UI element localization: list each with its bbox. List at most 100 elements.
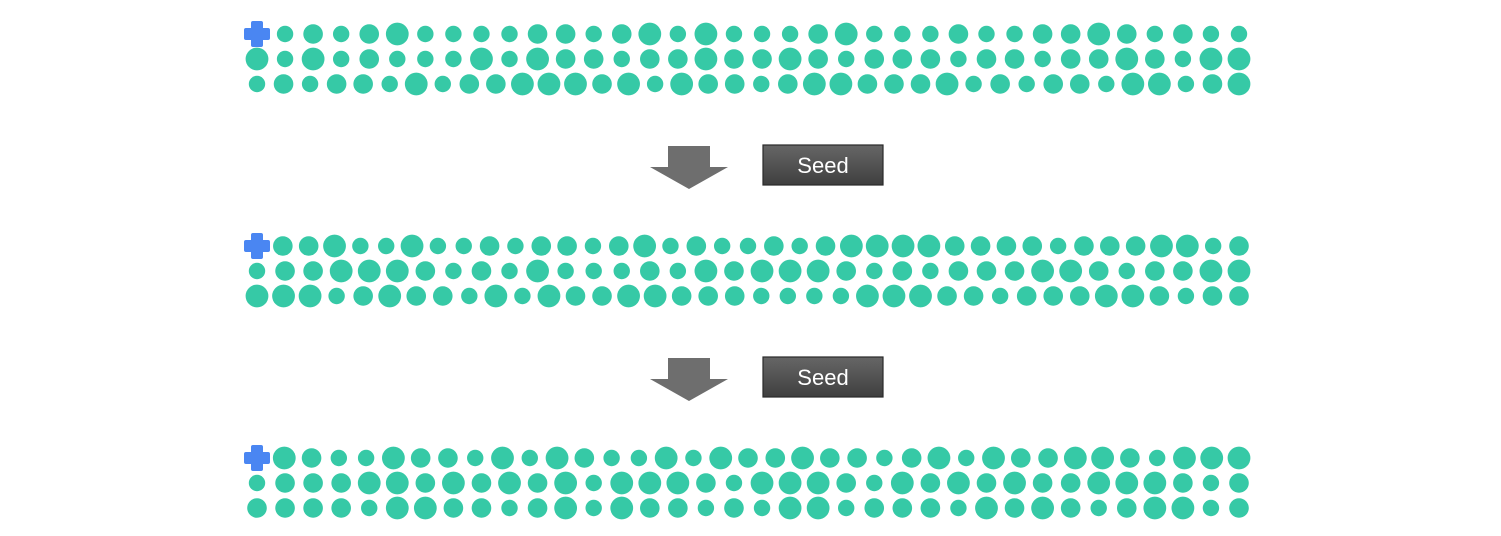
- seed-button[interactable]: Seed: [762, 144, 884, 186]
- grid-dot: [1087, 471, 1111, 495]
- grid-dot: [806, 471, 830, 495]
- grid-dot: [554, 471, 578, 495]
- grid-dot: [950, 50, 967, 68]
- grid-dot: [1174, 50, 1192, 68]
- grid-dot: [583, 49, 604, 69]
- grid-dot: [876, 449, 893, 467]
- grid-dot: [378, 284, 402, 308]
- seed-button[interactable]: Seed: [762, 356, 884, 398]
- grid-dot: [668, 498, 688, 518]
- grid-dot: [1202, 474, 1220, 492]
- grid-dot: [1043, 286, 1064, 306]
- grid-dot: [1200, 446, 1224, 470]
- grid-dot: [603, 449, 620, 467]
- grid-dot: [275, 473, 295, 493]
- grid-dot: [996, 236, 1017, 256]
- grid-dot: [1230, 25, 1248, 43]
- grid-dot: [1229, 498, 1249, 518]
- dot-grid-2: [244, 233, 1251, 308]
- dot-grid-3: [244, 445, 1251, 520]
- grid-dot: [353, 286, 373, 306]
- grid-dot: [385, 496, 409, 520]
- grid-dot: [1199, 47, 1223, 71]
- grid-dot: [829, 72, 853, 96]
- grid-dot: [1227, 72, 1251, 96]
- grid-dot: [1059, 259, 1083, 283]
- grid-dot: [385, 259, 409, 283]
- grid-dot: [670, 72, 694, 96]
- grid-dot: [884, 74, 904, 94]
- seed-step-2: Seed: [650, 356, 884, 401]
- grid-dot: [1031, 259, 1054, 283]
- grid-dot: [694, 259, 718, 283]
- grid-dot: [275, 498, 295, 518]
- grid-dot: [864, 49, 885, 69]
- grid-dot: [531, 236, 552, 256]
- grid-dot: [467, 449, 484, 467]
- grid-dot: [1229, 236, 1249, 256]
- grid-dot: [633, 234, 657, 258]
- grid-dot: [638, 22, 662, 46]
- grid-dot: [1145, 261, 1165, 281]
- grid-dot: [640, 498, 660, 518]
- grid-dot: [585, 262, 602, 280]
- grid-dot: [671, 286, 692, 306]
- grid-dot: [611, 24, 632, 44]
- grid-dot: [709, 446, 733, 470]
- grid-dot: [330, 449, 348, 467]
- grid-dot: [1175, 234, 1199, 258]
- grid-dot: [245, 284, 269, 308]
- grid-dot: [1116, 24, 1137, 44]
- grid-dot: [537, 72, 561, 96]
- grid-dot: [654, 446, 678, 470]
- grid-dot: [1060, 49, 1081, 69]
- grid-dot: [1004, 49, 1025, 69]
- grid-dot: [557, 236, 577, 256]
- grid-dot: [389, 50, 406, 68]
- grid-dot: [359, 24, 380, 44]
- grid-dot: [470, 47, 493, 71]
- grid-dot: [585, 474, 602, 492]
- grid-dot: [890, 471, 914, 495]
- grid-dot: [501, 262, 518, 280]
- grid-dot: [501, 499, 518, 517]
- grid-dot: [357, 449, 375, 467]
- grid-dot: [527, 24, 548, 44]
- grid-dot: [1034, 50, 1051, 68]
- grid-dot: [608, 236, 629, 256]
- grid-dot: [1032, 473, 1053, 493]
- grid-dot: [413, 496, 437, 520]
- grid-dot: [1022, 236, 1043, 256]
- grid-dot: [404, 72, 428, 96]
- grid-dot: [765, 448, 786, 468]
- grid-dot: [917, 234, 941, 258]
- grid-dot: [724, 286, 745, 306]
- grid-dot: [922, 262, 939, 280]
- grid-dot: [834, 22, 858, 46]
- grid-dot: [381, 75, 398, 93]
- grid-dot: [976, 473, 997, 493]
- grid-dot: [836, 473, 856, 493]
- grid-dot: [1177, 287, 1195, 305]
- grid-dot: [802, 72, 826, 96]
- grid-dot: [361, 499, 378, 517]
- down-arrow-icon: [650, 146, 728, 189]
- grid-dot: [415, 261, 436, 281]
- grid-dot: [574, 448, 595, 468]
- grid-dot: [507, 237, 524, 255]
- grid-dot: [610, 471, 634, 495]
- grid-dot: [613, 50, 630, 68]
- grid-dot: [1043, 74, 1064, 94]
- grid-dot: [1227, 446, 1251, 470]
- grid-dot: [479, 236, 500, 256]
- grid-dot: [332, 25, 350, 43]
- grid-dot: [461, 287, 478, 305]
- grid-dot: [432, 286, 453, 306]
- grid-dot: [1006, 25, 1023, 43]
- grid-dot: [359, 49, 380, 69]
- grid-dot: [1143, 471, 1167, 495]
- grid-dot: [808, 24, 828, 44]
- grid-dot: [1202, 25, 1220, 43]
- grid-dot: [273, 74, 294, 94]
- plus-marker-icon: [244, 21, 270, 47]
